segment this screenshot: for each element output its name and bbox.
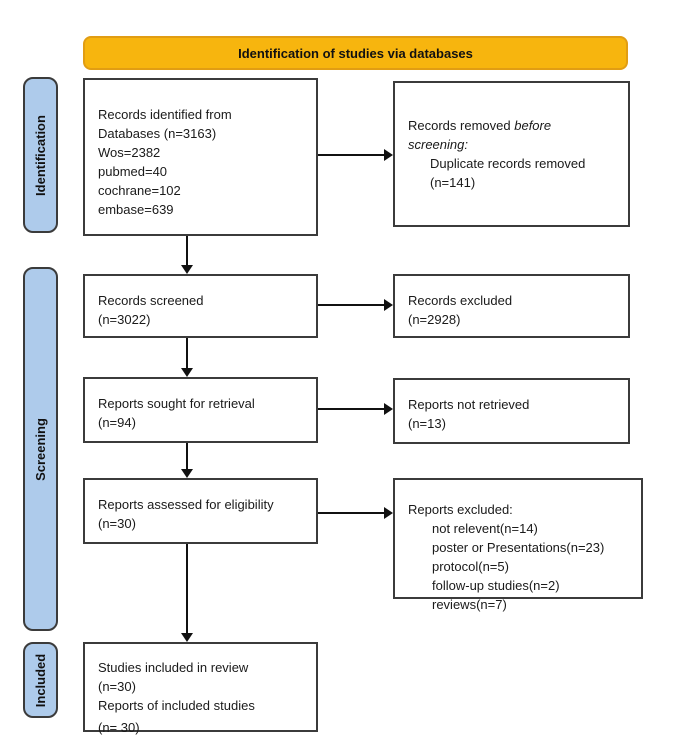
- banner-title: Identification of studies via databases: [238, 45, 473, 61]
- arrow-down-head-icon: [181, 469, 193, 478]
- text-line: screening:: [408, 135, 620, 154]
- box-records-identified: Records identified from Databases (n=316…: [83, 78, 318, 236]
- arrow-right-head-icon: [384, 403, 393, 415]
- arrow-down-screened-to-sought: [186, 338, 188, 368]
- text-line: Records screened: [98, 293, 204, 308]
- text-line: (n=30): [98, 516, 136, 531]
- text-segment-italic: screening:: [408, 137, 468, 152]
- exclusion-reason: poster or Presentations(n=23): [432, 540, 605, 555]
- box-records-removed-before-screening: Records removed before screening: Duplic…: [393, 81, 630, 227]
- exclusion-reason: reviews(n=7): [432, 597, 507, 612]
- exclusion-reason: follow-up studies(n=2): [432, 578, 560, 593]
- text-line: Reports excluded:: [408, 502, 513, 517]
- text-line: Reports not retrieved: [408, 397, 530, 412]
- arrow-down-assessed-to-included: [186, 544, 188, 633]
- text-line: (n=30): [98, 679, 136, 694]
- box-records-screened: Records screened (n=3022): [83, 274, 318, 338]
- exclusion-reason: not relevent(n=14): [432, 521, 538, 536]
- box-records-excluded: Records excluded (n=2928): [393, 274, 630, 338]
- box-studies-included-in-review: Studies included in review (n=30) Report…: [83, 642, 318, 735]
- exclusion-reason: protocol(n=5): [432, 559, 509, 574]
- arrow-down-identified-to-screened: [186, 236, 188, 265]
- stage-label-included-text: Included: [33, 653, 49, 707]
- arrow-right-screened-to-excluded: [318, 304, 384, 306]
- text-line: Records excluded: [408, 293, 513, 308]
- box-reports-sought-for-retrieval: Reports sought for retrieval (n=94): [83, 377, 318, 443]
- arrow-down-head-icon: [181, 368, 193, 377]
- text-line: (n=3022): [98, 312, 151, 327]
- text-line: Wos=2382: [98, 145, 161, 160]
- text-line: pubmed=40: [98, 164, 168, 179]
- text-line: (n=2928): [408, 312, 461, 327]
- banner-identification-via-databases: Identification of studies via databases: [83, 36, 628, 70]
- text-line: Duplicate records removed: [430, 156, 586, 171]
- text-line: (n= 30): [98, 720, 140, 735]
- text-line: embase=639: [98, 202, 174, 217]
- text-line: Reports of included studies: [98, 698, 255, 713]
- box-reports-not-retrieved: Reports not retrieved (n=13): [393, 378, 630, 444]
- arrow-right-assessed-to-excluded: [318, 512, 384, 514]
- arrow-right-identified-to-removed: [318, 154, 384, 156]
- text-line: Records identified from: [98, 107, 232, 122]
- text-line: (n=141): [430, 175, 476, 190]
- text-segment-italic: before: [514, 118, 552, 133]
- arrow-right-head-icon: [384, 507, 393, 519]
- text-line: (n=13): [408, 416, 446, 431]
- arrow-down-head-icon: [181, 265, 193, 274]
- stage-label-screening: Screening: [23, 267, 58, 631]
- stage-label-identification-text: Identification: [33, 114, 49, 196]
- arrow-right-head-icon: [384, 149, 393, 161]
- text-line: Databases (n=3163): [98, 126, 217, 141]
- arrow-down-head-icon: [181, 633, 193, 642]
- text-line: Reports sought for retrieval: [98, 396, 255, 411]
- text-line: cochrane=102: [98, 183, 181, 198]
- stage-label-identification: Identification: [23, 77, 58, 233]
- text-line: Records removed before: [408, 116, 620, 135]
- text-line: Reports assessed for eligibility: [98, 497, 274, 512]
- box-reports-excluded: Reports excluded: not relevent(n=14) pos…: [393, 478, 643, 612]
- arrow-down-sought-to-assessed: [186, 443, 188, 469]
- text-line: Studies included in review: [98, 660, 249, 675]
- arrow-right-sought-to-not-retrieved: [318, 408, 384, 410]
- stage-label-included: Included: [23, 642, 58, 718]
- arrow-right-head-icon: [384, 299, 393, 311]
- box-reports-assessed-for-eligibility: Reports assessed for eligibility (n=30): [83, 478, 318, 544]
- text-line: (n=94): [98, 415, 136, 430]
- text-segment: Records removed: [408, 118, 511, 133]
- stage-label-screening-text: Screening: [33, 417, 49, 481]
